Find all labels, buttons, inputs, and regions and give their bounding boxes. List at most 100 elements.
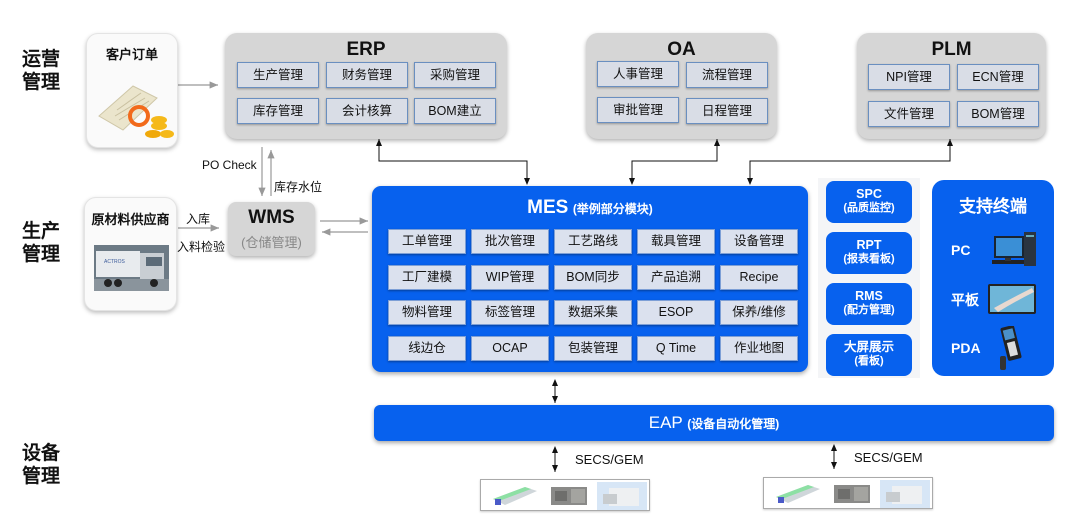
mes-module[interactable]: 作业地图	[720, 336, 798, 361]
mes-module[interactable]: 产品追溯	[637, 265, 715, 290]
mes-module[interactable]: 包装管理	[554, 336, 632, 361]
desktop-pc-icon	[992, 232, 1036, 266]
side-module-title: RPT	[856, 238, 882, 252]
oa-module[interactable]: 审批管理	[597, 97, 679, 123]
terminals-panel: 支持终端 PC 平板 PDA	[932, 180, 1054, 376]
equipment-machine-icon	[597, 482, 647, 510]
terminals-title: 支持终端	[959, 197, 1027, 216]
eap-system: EAP (设备自动化管理)	[374, 405, 1054, 441]
terminal-label: PDA	[951, 340, 981, 356]
layer-label-production: 生产 管理	[22, 220, 66, 266]
side-module-title: SPC	[856, 187, 882, 201]
mes-oa-link	[629, 139, 720, 185]
equipment-machine-icon	[834, 485, 870, 503]
oa-module[interactable]: 流程管理	[686, 62, 768, 88]
mes-module[interactable]: 批次管理	[471, 229, 549, 254]
wms-title: WMS	[248, 207, 295, 228]
mes-module[interactable]: OCAP	[471, 336, 549, 361]
wms-system: WMS (仓储管理)	[228, 202, 315, 256]
customer-order-title: 客户订单	[105, 47, 158, 62]
side-module[interactable]: RMS(配方管理)	[826, 283, 912, 325]
order-document-icon	[98, 85, 174, 138]
handheld-pda-icon	[1000, 326, 1022, 370]
customer-order-card: 客户订单	[86, 33, 178, 148]
erp-module[interactable]: BOM建立	[414, 98, 496, 124]
eap-subtitle: (设备自动化管理)	[687, 417, 780, 431]
mes-module[interactable]: 数据采集	[554, 300, 632, 325]
side-module-subtitle: (看板)	[854, 355, 884, 367]
mes-module[interactable]: WIP管理	[471, 265, 549, 290]
eap-title: EAP	[648, 413, 683, 432]
equipment-machine-icon	[493, 487, 537, 505]
terminal-label: 平板	[951, 292, 979, 308]
plm-module[interactable]: ECN管理	[957, 64, 1039, 90]
mes-module[interactable]: 设备管理	[720, 229, 798, 254]
mes-module[interactable]: 标签管理	[471, 300, 549, 325]
plm-module[interactable]: 文件管理	[868, 101, 950, 127]
terminal-label: PC	[951, 242, 971, 258]
erp-module[interactable]: 生产管理	[237, 62, 319, 88]
side-module[interactable]: 大屏展示(看板)	[826, 334, 912, 376]
side-module-subtitle: (报表看板)	[843, 253, 895, 265]
mes-module[interactable]: 线边仓	[388, 336, 466, 361]
side-module-subtitle: (品质监控)	[843, 202, 895, 214]
oa-title: OA	[667, 39, 696, 60]
equipment-machine-icon	[880, 480, 930, 508]
mes-module[interactable]: BOM同步	[554, 265, 632, 290]
mes-module[interactable]: Q Time	[637, 336, 715, 361]
wms-subtitle: (仓储管理)	[241, 235, 302, 250]
oa-system: OA 人事管理 流程管理 审批管理 日程管理	[586, 33, 777, 139]
po-check-label: PO Check	[202, 158, 257, 172]
inventory-level-label: 库存水位	[274, 180, 323, 194]
equipment-machine-icon	[551, 487, 587, 505]
plm-title: PLM	[931, 39, 972, 60]
erp-module[interactable]: 财务管理	[326, 62, 408, 88]
oa-module[interactable]: 人事管理	[597, 61, 679, 87]
side-module-subtitle: (配方管理)	[843, 304, 895, 316]
supplier-title: 原材料供应商	[91, 212, 170, 227]
erp-system: ERP 生产管理 财务管理 采购管理 库存管理 会计核算 BOM建立	[225, 33, 507, 139]
inbound-label: 入库	[186, 212, 211, 226]
plm-module[interactable]: NPI管理	[868, 64, 950, 90]
side-module[interactable]: SPC(品质监控)	[826, 181, 912, 223]
layer-label-text: 运营 管理	[22, 49, 61, 93]
layer-label-operations: 运营 管理	[22, 48, 66, 94]
secs-gem-label: SECS/GEM	[575, 452, 644, 467]
erp-module[interactable]: 库存管理	[237, 98, 319, 124]
erp-module[interactable]: 会计核算	[326, 98, 408, 124]
equipment-group-2	[763, 477, 933, 509]
mes-module[interactable]: 物料管理	[388, 300, 466, 325]
equipment-machine-icon	[776, 485, 820, 503]
mes-header: MES (举例部分模块)	[372, 197, 808, 219]
mes-module[interactable]: Recipe	[720, 265, 798, 290]
side-module-title: 大屏展示	[843, 340, 894, 354]
tablet-icon	[988, 284, 1036, 314]
layer-label-equipment: 设备 管理	[22, 442, 66, 488]
mes-plm-link	[747, 139, 953, 185]
mes-module[interactable]: 工艺路线	[554, 229, 632, 254]
mes-module[interactable]: 工厂建模	[388, 265, 466, 290]
side-module[interactable]: RPT(报表看板)	[826, 232, 912, 274]
mes-module[interactable]: 载具管理	[637, 229, 715, 254]
erp-title: ERP	[346, 39, 386, 60]
svg-text:ACTROS: ACTROS	[104, 259, 126, 265]
mes-module[interactable]: 工单管理	[388, 229, 466, 254]
truck-icon: ACTROS	[94, 245, 169, 291]
mes-module[interactable]: ESOP	[637, 300, 715, 325]
secs-gem-label: SECS/GEM	[854, 450, 923, 465]
erp-module[interactable]: 采购管理	[414, 62, 496, 88]
incoming-inspection-label: 入料检验	[177, 240, 226, 254]
side-module-title: RMS	[855, 289, 883, 303]
mes-subtitle: (举例部分模块)	[572, 202, 653, 216]
oa-module[interactable]: 日程管理	[686, 98, 768, 124]
plm-system: PLM NPI管理 ECN管理 文件管理 BOM管理	[857, 33, 1046, 139]
equipment-group-1	[480, 479, 650, 511]
mes-erp-link	[376, 139, 530, 185]
layer-label-text: 设备 管理	[22, 443, 61, 487]
plm-module[interactable]: BOM管理	[957, 101, 1039, 127]
supplier-card: 原材料供应商 ACTROS	[84, 197, 177, 311]
mes-module[interactable]: 保养/维修	[720, 300, 798, 325]
mes-title: MES	[527, 197, 569, 218]
